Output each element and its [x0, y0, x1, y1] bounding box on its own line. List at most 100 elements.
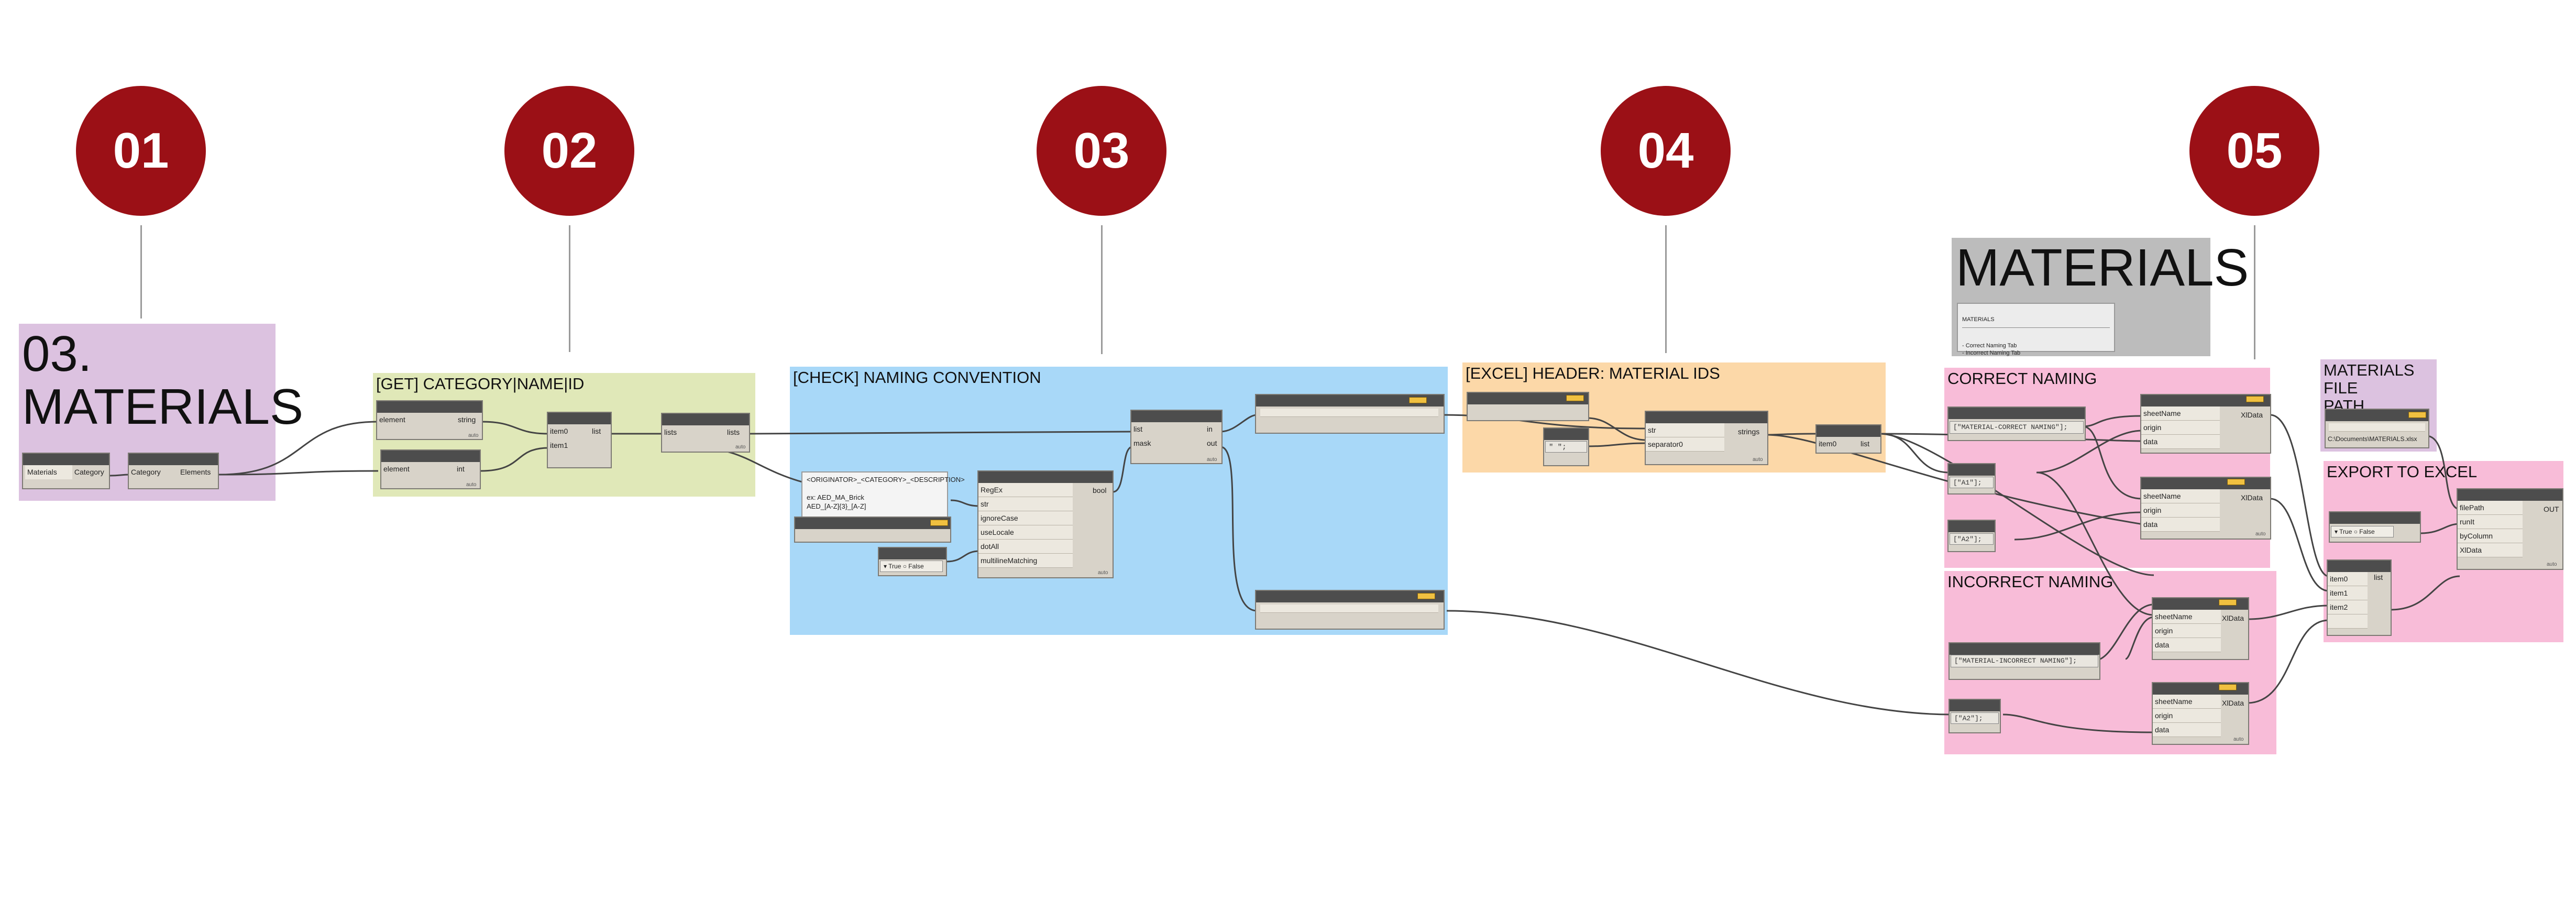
preview-pin-icon[interactable]: [2246, 396, 2264, 402]
input-port[interactable]: item0: [550, 427, 568, 435]
node-row: ignoreCase: [978, 511, 1073, 525]
input-port[interactable]: runIt: [2460, 518, 2475, 526]
preview-pin-icon[interactable]: [930, 520, 948, 526]
file-path-browse[interactable]: [2329, 423, 2425, 432]
write-excel-incorrect-node[interactable]: sheetName origin data: [2152, 682, 2249, 745]
sheet-name-incorrect-code[interactable]: ["MATERIAL-INCORRECT NAMING"];: [1951, 655, 2098, 667]
output-port[interactable]: XlData: [2241, 493, 2263, 502]
preview-pin-icon[interactable]: [1409, 397, 1427, 403]
output-port[interactable]: Category: [74, 468, 104, 476]
input-port[interactable]: mask: [1133, 439, 1151, 447]
input-port[interactable]: str: [981, 500, 989, 508]
input-port[interactable]: data: [2155, 641, 2170, 649]
preview-pin-icon[interactable]: [2219, 599, 2237, 606]
preview-pin-icon[interactable]: [2219, 684, 2237, 690]
input-port[interactable]: origin: [2143, 506, 2162, 514]
output-port[interactable]: lists: [727, 428, 740, 436]
preview-pin-icon[interactable]: [1566, 395, 1584, 401]
input-port[interactable]: filePath: [2460, 503, 2484, 512]
element-name-node[interactable]: element string: [376, 400, 483, 440]
input-port[interactable]: sheetName: [2155, 612, 2193, 621]
origin-a2-correct-code[interactable]: ["A2"];: [1950, 533, 1994, 545]
preview-pin-icon[interactable]: [2408, 412, 2426, 418]
input-port[interactable]: item0: [1819, 439, 1837, 448]
preview-pin-icon[interactable]: [2227, 479, 2245, 485]
input-port[interactable]: element: [383, 465, 410, 473]
input-port[interactable]: lists: [664, 428, 677, 436]
output-port[interactable]: list: [2374, 573, 2383, 581]
regex-string-node[interactable]: [794, 517, 951, 543]
input-port[interactable]: dotAll: [981, 542, 999, 551]
export-excel-node[interactable]: filePath runIt byColumn XlData: [2457, 488, 2563, 570]
dropdown-value[interactable]: Materials: [25, 465, 72, 479]
write-excel-correct-node[interactable]: sheetName origin data: [2140, 477, 2271, 540]
filter-by-bool-mask-node[interactable]: list in mask out: [1130, 410, 1223, 464]
watch-output: [1260, 605, 1438, 613]
list-get-item-node[interactable]: item0 list: [1815, 424, 1881, 454]
write-excel-header-node[interactable]: sheetName origin data: [2140, 394, 2271, 454]
input-port[interactable]: ignoreCase: [981, 514, 1018, 522]
input-port[interactable]: Category: [131, 468, 161, 476]
input-port[interactable]: origin: [2155, 711, 2173, 720]
write-excel-header-incorrect-node[interactable]: sheetName origin data: [2152, 597, 2249, 660]
string-concat-node[interactable]: str separator0: [1645, 411, 1768, 465]
output-port[interactable]: in: [1207, 425, 1213, 433]
preview-pin-icon[interactable]: [1417, 593, 1435, 599]
categories-node[interactable]: Materials Category: [22, 453, 110, 489]
origin-a2-incorrect-code[interactable]: ["A2"];: [1951, 712, 1999, 724]
input-port[interactable]: multilineMatching: [981, 556, 1038, 565]
all-elements-node[interactable]: Category Elements: [128, 453, 219, 489]
element-id-node[interactable]: element int: [380, 449, 481, 489]
input-port[interactable]: separator0: [1648, 440, 1683, 448]
output-port[interactable]: XlData: [2222, 699, 2244, 707]
input-port[interactable]: XlData: [2460, 546, 2482, 554]
toggle-true[interactable]: True: [2339, 528, 2352, 535]
wire: [1879, 433, 1950, 474]
input-port[interactable]: sheetName: [2155, 697, 2193, 706]
output-port[interactable]: int: [457, 465, 465, 473]
list-join-node[interactable]: item0 item1 item2: [2327, 559, 2392, 636]
output-port[interactable]: bool: [1093, 486, 1107, 495]
input-port[interactable]: useLocale: [981, 528, 1014, 536]
input-port[interactable]: list: [1133, 425, 1143, 433]
output-port[interactable]: strings: [1738, 427, 1760, 436]
input-port[interactable]: str: [1648, 426, 1656, 434]
export-toggle[interactable]: ▾ True ○ False: [2331, 526, 2394, 537]
input-port[interactable]: item1: [2330, 589, 2348, 597]
output-port[interactable]: list: [1861, 439, 1870, 448]
input-port[interactable]: origin: [2143, 423, 2162, 432]
origin-a1-code[interactable]: ["A1"];: [1950, 477, 1994, 488]
input-port[interactable]: RegEx: [981, 486, 1003, 494]
watch-incorrect-node[interactable]: [1255, 590, 1445, 630]
input-port[interactable]: origin: [2155, 627, 2173, 635]
input-port[interactable]: data: [2143, 437, 2158, 446]
output-port[interactable]: XlData: [2241, 411, 2263, 419]
input-port[interactable]: item0: [2330, 575, 2348, 583]
input-port[interactable]: item2: [2330, 603, 2348, 611]
boolean-toggle[interactable]: ▾ True ○ False: [880, 561, 943, 572]
input-port[interactable]: data: [2155, 726, 2170, 734]
input-port[interactable]: data: [2143, 520, 2158, 529]
output-port[interactable]: OUT: [2544, 505, 2559, 513]
toggle-true[interactable]: True: [888, 563, 901, 570]
output-port[interactable]: string: [458, 415, 476, 424]
toggle-false[interactable]: False: [2359, 528, 2375, 535]
transpose-node[interactable]: lists lists: [661, 413, 750, 453]
toggle-false[interactable]: False: [908, 563, 924, 570]
input-port[interactable]: item1: [550, 441, 568, 449]
output-port[interactable]: list: [592, 427, 601, 435]
list-create-node[interactable]: item0 list item1: [547, 412, 612, 468]
input-port[interactable]: sheetName: [2143, 409, 2181, 417]
input-port[interactable]: byColumn: [2460, 532, 2493, 540]
output-port[interactable]: XlData: [2222, 614, 2244, 622]
input-port[interactable]: sheetName: [2143, 492, 2181, 500]
output-port[interactable]: out: [1207, 439, 1217, 447]
lacing-label: auto: [468, 433, 479, 438]
sheet-name-correct-code[interactable]: ["MATERIAL-CORRECT NAMING"];: [1950, 421, 2084, 434]
watch-correct-node[interactable]: [1255, 394, 1445, 434]
output-port[interactable]: Elements: [180, 468, 211, 476]
input-port[interactable]: element: [379, 415, 405, 424]
regex-match-node[interactable]: RegEx str ignoreCase useLocale dotAll mu…: [977, 470, 1114, 578]
separator-code[interactable]: " ";: [1545, 441, 1587, 453]
